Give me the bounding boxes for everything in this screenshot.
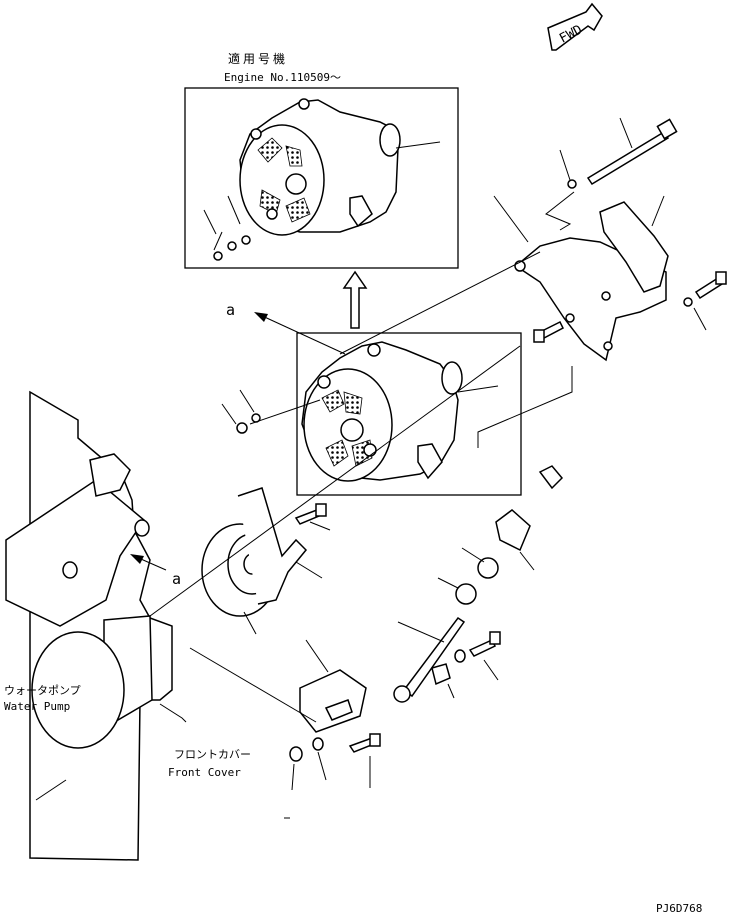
pulley xyxy=(201,487,331,635)
view-marker-a: a xyxy=(226,301,235,319)
inset-title-en: Engine No.110509～ xyxy=(224,71,341,84)
drawing-code: PJ6D768 xyxy=(656,902,702,915)
front-cover-en: Front Cover xyxy=(168,766,241,779)
view-direction-arrow-icon xyxy=(130,554,167,571)
view-direction-arrow-icon xyxy=(254,312,346,355)
hollow-up-arrow-icon xyxy=(342,270,368,329)
bolt-right xyxy=(683,271,727,331)
inset-alternator xyxy=(203,98,441,261)
inset-frame xyxy=(184,87,459,269)
bracket-parts xyxy=(437,465,564,605)
lower-bracket xyxy=(189,639,381,819)
inset-title-jp: 適用号機 xyxy=(228,51,288,66)
main-alternator xyxy=(301,341,499,482)
engine-block xyxy=(5,390,187,861)
front-cover-jp: フロントカバー xyxy=(174,748,251,761)
long-bolt xyxy=(545,117,678,231)
adjust-rod xyxy=(393,616,466,703)
bolt-mid xyxy=(533,313,575,343)
bolt-lower-right xyxy=(431,631,501,699)
fwd-arrow-icon: FWD xyxy=(547,2,603,51)
view-marker-a-lower: a xyxy=(172,570,181,588)
fan-cover xyxy=(493,195,669,362)
water-pump-jp: ウォータポンプ xyxy=(4,684,81,697)
water-pump-en: Water Pump xyxy=(4,700,70,713)
nut-washer-main xyxy=(221,389,261,434)
